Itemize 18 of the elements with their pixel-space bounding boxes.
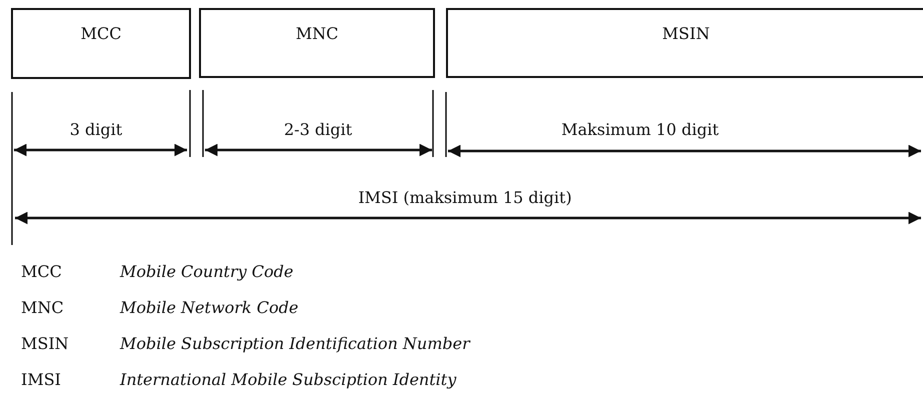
dimension-label: Maksimum 10 digit (561, 120, 719, 139)
field-label: MNC (294, 24, 340, 43)
dimension-label: 3 digit (70, 120, 122, 139)
abbreviation: MSIN (21, 334, 69, 353)
dimension-label: IMSI (maksimum 15 digit) (358, 188, 572, 207)
dimension-label: 2-3 digit (284, 120, 352, 139)
field-box (11, 8, 191, 79)
field-box (446, 8, 923, 78)
abbreviation: MCC (21, 262, 62, 281)
abbreviation-definition: Mobile Network Code (120, 298, 298, 317)
abbreviation: MNC (21, 298, 64, 317)
field-label: MSIN (661, 24, 711, 43)
abbreviation-definition: International Mobile Subsciption Identity (120, 370, 456, 389)
field-box (199, 8, 435, 78)
abbreviation: IMSI (21, 370, 61, 389)
abbreviation-definition: Mobile Country Code (120, 262, 294, 281)
abbreviation-definition: Mobile Subscription Identification Number (120, 334, 470, 353)
field-label: MCC (80, 24, 122, 43)
